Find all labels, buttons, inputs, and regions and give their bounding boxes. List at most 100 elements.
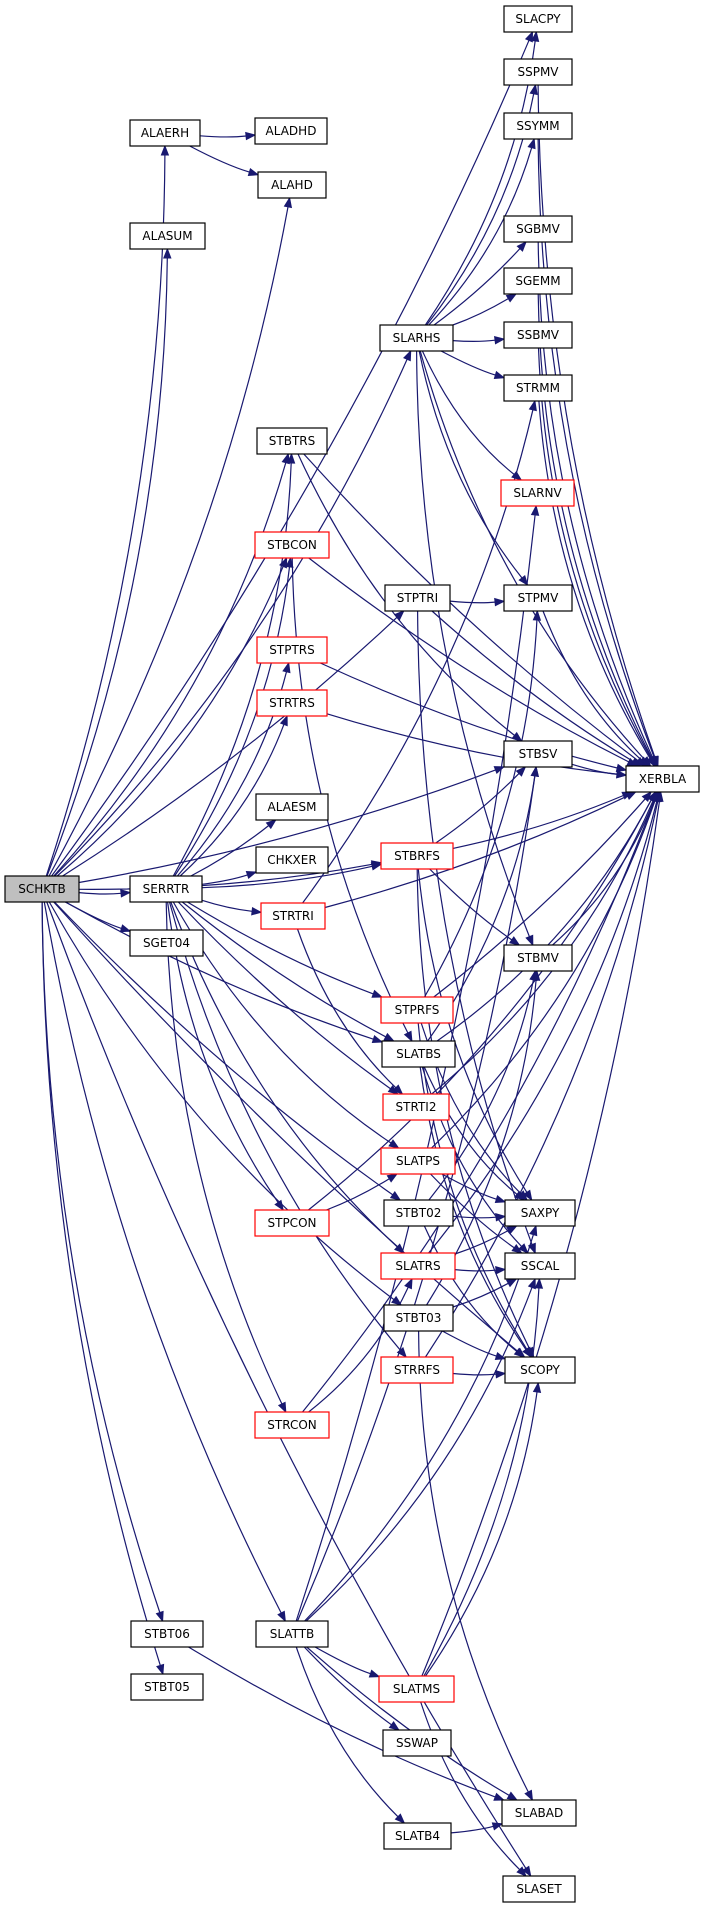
node-slatb4[interactable]: SLATB4 <box>383 1822 452 1850</box>
edge-slatps-to-sscal <box>430 1173 523 1254</box>
node-alasum[interactable]: ALASUM <box>129 222 206 250</box>
node-alahd[interactable]: ALAHD <box>257 171 327 199</box>
edge-stprfs-to-stpmv <box>423 609 542 998</box>
node-box <box>380 996 454 1024</box>
node-scopy[interactable]: SCOPY <box>504 1356 576 1384</box>
edge-schktb-to-stbcon <box>56 556 288 877</box>
node-strmm[interactable]: STRMM <box>503 374 573 402</box>
edge-slatrs-to-saxpy <box>454 1225 518 1255</box>
node-sspmv[interactable]: SSPMV <box>503 58 573 86</box>
node-slarhs[interactable]: SLARHS <box>379 324 454 352</box>
node-stbcon[interactable]: STBCON <box>254 531 330 559</box>
node-stpmv[interactable]: STPMV <box>503 584 573 612</box>
node-stbtrs[interactable]: STBTRS <box>256 427 328 455</box>
node-box <box>503 374 573 402</box>
node-stbt05[interactable]: STBT05 <box>130 1673 204 1701</box>
node-saxpy[interactable]: SAXPY <box>504 1199 576 1227</box>
edge-slarhs-to-xerbla <box>419 350 652 768</box>
node-box <box>255 1620 329 1648</box>
node-schktb[interactable]: SCHKTB <box>4 875 80 903</box>
edge-serrtr-to-alaesm <box>190 819 277 877</box>
node-sgbmv[interactable]: SGBMV <box>503 215 573 243</box>
node-strtrs[interactable]: STRTRS <box>256 689 328 717</box>
node-ssymm[interactable]: SSYMM <box>503 112 573 140</box>
node-box <box>255 793 329 821</box>
node-label: SLATPS <box>396 1154 440 1168</box>
edge-slarhs-to-sgemm <box>452 293 518 326</box>
node-box <box>129 222 206 250</box>
node-label: ALAERH <box>141 126 189 140</box>
node-label: STBT03 <box>396 1311 442 1325</box>
node-box <box>130 1620 204 1648</box>
node-strti2[interactable]: STRTI2 <box>382 1093 450 1121</box>
node-box <box>382 1729 452 1757</box>
edge-slatps-to-saxpy <box>441 1173 507 1204</box>
node-label: SLATBS <box>396 1047 441 1061</box>
node-slatms[interactable]: SLATMS <box>378 1675 455 1703</box>
node-slatbs[interactable]: SLATBS <box>381 1040 456 1068</box>
node-box <box>503 321 573 349</box>
node-sscal[interactable]: SSCAL <box>504 1252 576 1280</box>
node-label: SSCAL <box>521 1259 560 1273</box>
node-stprfs[interactable]: STPRFS <box>380 996 454 1024</box>
node-xerbla[interactable]: XERBLA <box>625 765 700 793</box>
edge-strrfs-to-scopy <box>452 1370 507 1379</box>
node-label: STBTRS <box>269 434 315 448</box>
edge-serrtr-to-strti2 <box>177 901 399 1095</box>
edge-stbt03-to-scopy <box>442 1330 507 1360</box>
node-slacpy[interactable]: SLACPY <box>503 5 573 33</box>
node-label: SLATTB <box>270 1627 315 1641</box>
node-stptri[interactable]: STPTRI <box>384 584 451 612</box>
node-alaerh[interactable]: ALAERH <box>129 119 201 147</box>
node-alaesm[interactable]: ALAESM <box>255 793 329 821</box>
node-slabad[interactable]: SLABAD <box>501 1799 577 1827</box>
node-box <box>380 842 454 870</box>
node-box <box>503 584 573 612</box>
edge-schktb-to-slacpy <box>51 30 534 877</box>
node-box <box>254 1209 330 1237</box>
node-box <box>503 58 573 86</box>
node-chkxer[interactable]: CHKXER <box>255 846 329 874</box>
node-label: STPTRS <box>269 643 314 657</box>
edge-stbrfs-to-stbmv <box>429 868 521 946</box>
node-label: STBT02 <box>396 1206 442 1220</box>
node-box <box>384 584 451 612</box>
node-stbt03[interactable]: STBT03 <box>383 1304 454 1332</box>
node-strrfs[interactable]: STRRFS <box>380 1356 454 1384</box>
node-stbsv[interactable]: STBSV <box>503 740 573 768</box>
node-label: SGBMV <box>516 222 561 236</box>
node-sget04[interactable]: SGET04 <box>129 929 204 957</box>
node-slattb[interactable]: SLATTB <box>255 1620 329 1648</box>
node-sswap[interactable]: SSWAP <box>382 1729 452 1757</box>
node-stpcon[interactable]: STPCON <box>254 1209 330 1237</box>
node-label: SSYMM <box>516 119 559 133</box>
node-slaset[interactable]: SLASET <box>502 1875 576 1903</box>
node-slarnv[interactable]: SLARNV <box>500 479 575 507</box>
node-label: STPRFS <box>395 1003 440 1017</box>
edge-slattb-to-sscal <box>305 1277 536 1622</box>
node-slatrs[interactable]: SLATRS <box>380 1252 456 1280</box>
node-stbrfs[interactable]: STBRFS <box>380 842 454 870</box>
edge-serrtr-to-stbrfs <box>201 862 383 889</box>
edge-strtri-to-strmm <box>302 399 537 904</box>
node-serrtr[interactable]: SERRTR <box>129 875 203 903</box>
edge-slatbs-to-xerbla <box>436 790 657 1042</box>
node-aladhd[interactable]: ALADHD <box>254 117 328 145</box>
edge-strtrs-to-xerbla <box>326 713 628 779</box>
node-slatps[interactable]: SLATPS <box>380 1147 456 1175</box>
node-label: SGET04 <box>143 936 190 950</box>
edge-sspmv-to-xerbla <box>537 84 659 768</box>
node-sgemm[interactable]: SGEMM <box>503 267 573 295</box>
node-stbmv[interactable]: STBMV <box>503 944 573 972</box>
node-stbt06[interactable]: STBT06 <box>130 1620 204 1648</box>
node-strtri[interactable]: STRTRI <box>260 902 326 930</box>
edge-strtri-to-strti2 <box>296 928 404 1095</box>
node-label: STPCON <box>268 1216 317 1230</box>
node-stptrs[interactable]: STPTRS <box>256 636 328 664</box>
node-strcon[interactable]: STRCON <box>254 1411 330 1439</box>
node-ssbmv[interactable]: SSBMV <box>503 321 573 349</box>
node-label: SLABAD <box>515 1806 563 1820</box>
node-stbt02[interactable]: STBT02 <box>383 1199 454 1227</box>
node-box <box>130 1673 204 1701</box>
